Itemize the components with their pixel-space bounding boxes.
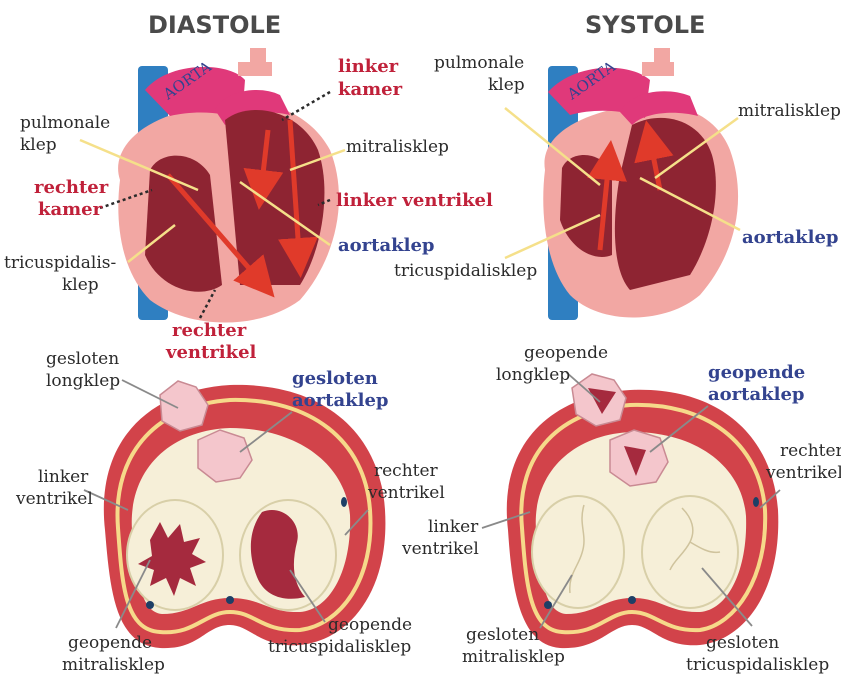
label-geopende-mitralisklep-2: mitralisklep [62,655,165,675]
label-gesloten-tricusp-2: tricuspidalisklep [686,655,829,675]
label-gesloten-mitralisklep-1: gesloten [466,625,539,645]
label-rechter-ventrikel-cr-2: ventrikel [765,463,841,483]
label-gesloten-tricusp-1: gesloten [706,633,779,653]
label-linker-ventrikel-cr-1: linker [428,517,479,537]
label-geopende-tricusp-1: geopende [328,615,412,635]
label-aortaklep-s: aortaklep [742,227,838,248]
label-geopende-tricusp-2: tricuspidalisklep [268,637,411,657]
label-geopende-longklep-1: geopende [524,343,608,363]
label-pulmonale-2: klep [20,135,57,155]
label-tricusp-1: tricuspidalis- [4,253,116,273]
label-linker-kamer-2: kamer [338,79,403,100]
label-gesloten-aortaklep-2: aortaklep [292,390,388,411]
cross-section-right [507,374,779,648]
title-diastole: DIASTOLE [148,11,281,39]
diastole-heart: AORTA [118,48,339,323]
cross-section-left [104,381,386,648]
label-linker-ventrikel-cl-1: linker [38,467,89,487]
label-rechter-kamer-2: kamer [38,199,103,220]
label-gesloten-longklep-1: gesloten [46,349,119,369]
systole-heart: AORTA [543,48,738,320]
label-linker-ventrikel-cr-2: ventrikel [401,539,479,559]
title-systole: SYSTOLE [585,11,705,39]
label-rechter-ventrikel-cl-2: ventrikel [367,483,445,503]
label-geopende-longklep-2: longklep [496,365,570,385]
label-gesloten-mitralisklep-2: mitralisklep [462,647,565,667]
label-pulmonale-s1: pulmonale [434,53,524,73]
label-linker-ventrikel-cl-2: ventrikel [15,489,93,509]
label-pulmonale-1: pulmonale [20,113,110,133]
label-pulmonale-s2: klep [488,75,525,95]
label-gesloten-aortaklep-1: gesloten [292,368,378,389]
label-mitralisklep-s: mitralisklep [738,101,841,121]
label-tricuspidalisklep-s: tricuspidalisklep [394,261,537,281]
label-tricusp-2: klep [62,275,99,295]
label-rechter-ventrikel-1: rechter [172,320,247,341]
label-geopende-mitralisklep-1: geopende [68,633,152,653]
label-rechter-ventrikel-2: ventrikel [165,342,257,363]
label-gesloten-longklep-2: longklep [46,371,120,391]
label-geopende-aortaklep-1: geopende [708,362,805,383]
label-aortaklep-d: aortaklep [338,235,434,256]
label-rechter-ventrikel-cr-1: rechter [780,441,841,461]
label-rechter-ventrikel-cl-1: rechter [374,461,439,481]
label-mitralisklep-d: mitralisklep [346,137,449,157]
label-linker-ventrikel-d: linker ventrikel [336,190,493,211]
label-linker-kamer-1: linker [338,56,399,77]
label-rechter-kamer-1: rechter [34,177,109,198]
label-geopende-aortaklep-2: aortaklep [708,384,804,405]
